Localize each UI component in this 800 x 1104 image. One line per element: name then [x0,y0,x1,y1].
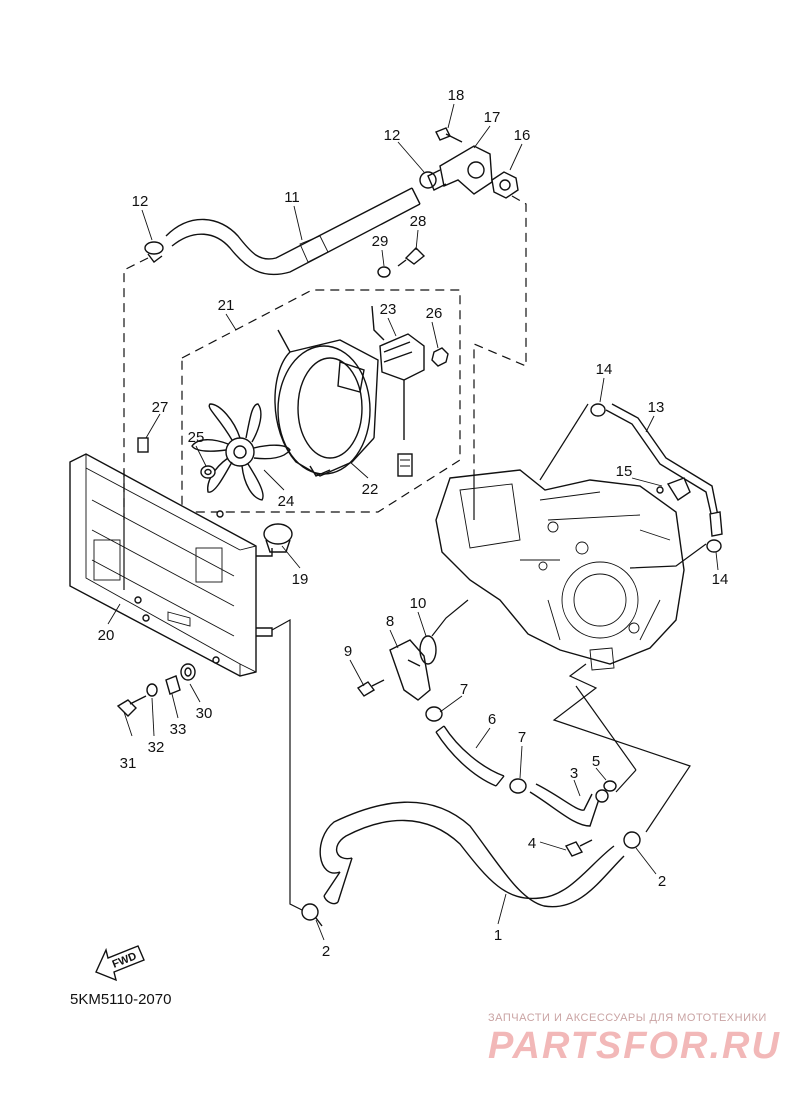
callout-3: 3 [570,765,578,782]
hose-clamp-12-left [144,241,164,263]
callout-24: 24 [278,493,295,510]
callout-5: 5 [592,753,600,770]
callout-4: 4 [528,835,536,852]
upper-hose [165,187,421,276]
callout-15: 15 [616,463,633,480]
hose-clamp-7-upper [425,706,443,722]
callout-12-left: 12 [132,193,149,210]
hose-clamp-2-left [301,903,323,927]
radiator-cap [263,523,293,553]
callout-11: 11 [284,189,300,206]
callout-13: 13 [648,399,665,416]
callout-14-upper: 14 [596,361,613,378]
clip-27 [137,437,149,453]
callout-12-right: 12 [384,127,401,144]
nut-26 [431,347,449,367]
callout-26: 26 [426,305,443,322]
fwd-arrow: FWD [95,945,145,982]
fan-blade [191,403,291,501]
callout-7-upper: 7 [460,681,468,698]
hose-clamp-7-lower [509,778,527,794]
collar-33 [165,675,181,695]
thermostat [491,171,519,199]
callout-1: 1 [494,927,502,944]
callout-32: 32 [148,739,165,756]
grommet-30 [180,663,196,681]
o-ring-5 [603,780,617,792]
callout-18: 18 [448,87,465,104]
callout-21: 21 [218,297,235,314]
callout-30: 30 [196,705,213,722]
callout-2-right: 2 [658,873,666,890]
bolt-9 [356,679,385,697]
callout-25: 25 [188,429,205,446]
washer-25 [200,465,216,479]
bolt-18 [435,127,463,143]
radiator [69,453,273,677]
bolt-28 [397,247,426,267]
watermark-tagline: ЗАПЧАСТИ И АКСЕССУАРЫ ДЛЯ МОТОТЕХНИКИ [488,1012,767,1024]
callout-22: 22 [362,481,379,498]
callout-27: 27 [152,399,169,416]
callout-19: 19 [292,571,309,588]
outlet-fitting [389,639,431,701]
leader-lines [107,103,719,941]
callout-23: 23 [380,301,397,318]
hose-clamp-14-upper [590,403,606,417]
callout-16: 16 [514,127,531,144]
thermostat-cover [427,145,493,195]
callout-9: 9 [344,643,352,660]
callout-20: 20 [98,627,115,644]
callout-29: 29 [372,233,389,250]
hose-clamp-14-lower [706,539,722,553]
callout-31: 31 [120,755,137,772]
hose-3 [529,783,609,827]
hose-clamp-2-right [623,831,641,849]
callout-6: 6 [488,711,496,728]
engine-block [435,469,685,671]
callout-28: 28 [410,213,427,230]
callout-7-lower: 7 [518,729,526,746]
hose-13 [605,403,723,537]
washer-29 [377,266,391,278]
o-ring-10 [419,635,437,665]
callout-8: 8 [386,613,394,630]
bolt-4 [564,839,593,857]
callout-33: 33 [170,721,187,738]
callout-14-lower: 14 [712,571,729,588]
lower-hose [319,801,625,908]
hose-6 [435,725,505,787]
bracket-15 [656,477,691,501]
fan-assembly-outline [181,289,461,513]
fan-shroud [274,329,379,477]
bolt-31 [116,695,147,717]
diagram-ref-code: 5KM5110-2070 [70,991,171,1008]
callout-10: 10 [410,595,427,612]
watermark-logo: PARTSFOR.RU [488,1025,781,1067]
hose-clamp-12-right [419,171,437,189]
callout-17: 17 [484,109,501,126]
washer-32 [146,683,158,697]
fan-motor [371,305,425,477]
callout-2-left: 2 [322,943,330,960]
